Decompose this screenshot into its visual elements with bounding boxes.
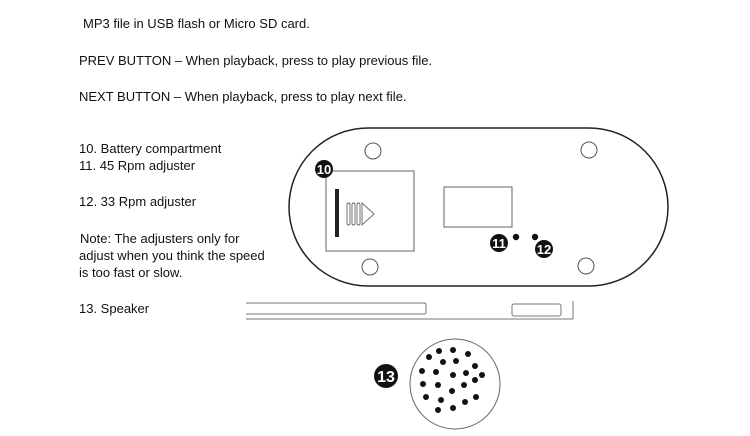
rpm45-adjuster bbox=[512, 233, 520, 241]
screw-hole bbox=[577, 257, 595, 275]
note-line-2: adjust when you think the speed bbox=[79, 248, 265, 263]
legend-item-33rpm: 12. 33 Rpm adjuster bbox=[79, 194, 197, 209]
battery-compartment bbox=[325, 170, 415, 252]
callout-13: 13 bbox=[374, 364, 398, 388]
callout-11: 11 bbox=[490, 234, 508, 252]
svg-text:12: 12 bbox=[537, 242, 551, 257]
next-button-description: NEXT BUTTON – When playback, press to pl… bbox=[79, 89, 407, 104]
svg-text:11: 11 bbox=[492, 236, 506, 251]
open-direction-icon bbox=[346, 201, 375, 227]
rpm33-adjuster bbox=[531, 233, 539, 241]
device-side-view bbox=[246, 301, 574, 320]
legend-item-battery: 10. Battery compartment bbox=[79, 141, 222, 156]
device-body-outline bbox=[288, 127, 669, 287]
legend-item-speaker: 13. Speaker bbox=[79, 301, 150, 316]
svg-text:10: 10 bbox=[317, 162, 331, 177]
prev-button-description: PREV BUTTON – When playback, press to pl… bbox=[79, 53, 433, 68]
speaker-grille bbox=[409, 338, 501, 430]
screw-hole bbox=[361, 258, 379, 276]
screw-hole bbox=[364, 142, 382, 160]
note-line-3: is too fast or slow. bbox=[79, 265, 183, 280]
callout-10: 10 bbox=[315, 160, 333, 178]
screw-hole bbox=[580, 141, 598, 159]
callout-12: 12 bbox=[535, 240, 553, 258]
legend-item-45rpm: 11. 45 Rpm adjuster bbox=[79, 158, 196, 173]
note-line-1: Note: The adjusters only for bbox=[80, 231, 240, 246]
mp3-source-text: MP3 file in USB flash or Micro SD card. bbox=[83, 16, 310, 31]
label-plate bbox=[443, 186, 513, 228]
svg-text:13: 13 bbox=[377, 369, 395, 386]
battery-latch-bar bbox=[335, 189, 339, 237]
